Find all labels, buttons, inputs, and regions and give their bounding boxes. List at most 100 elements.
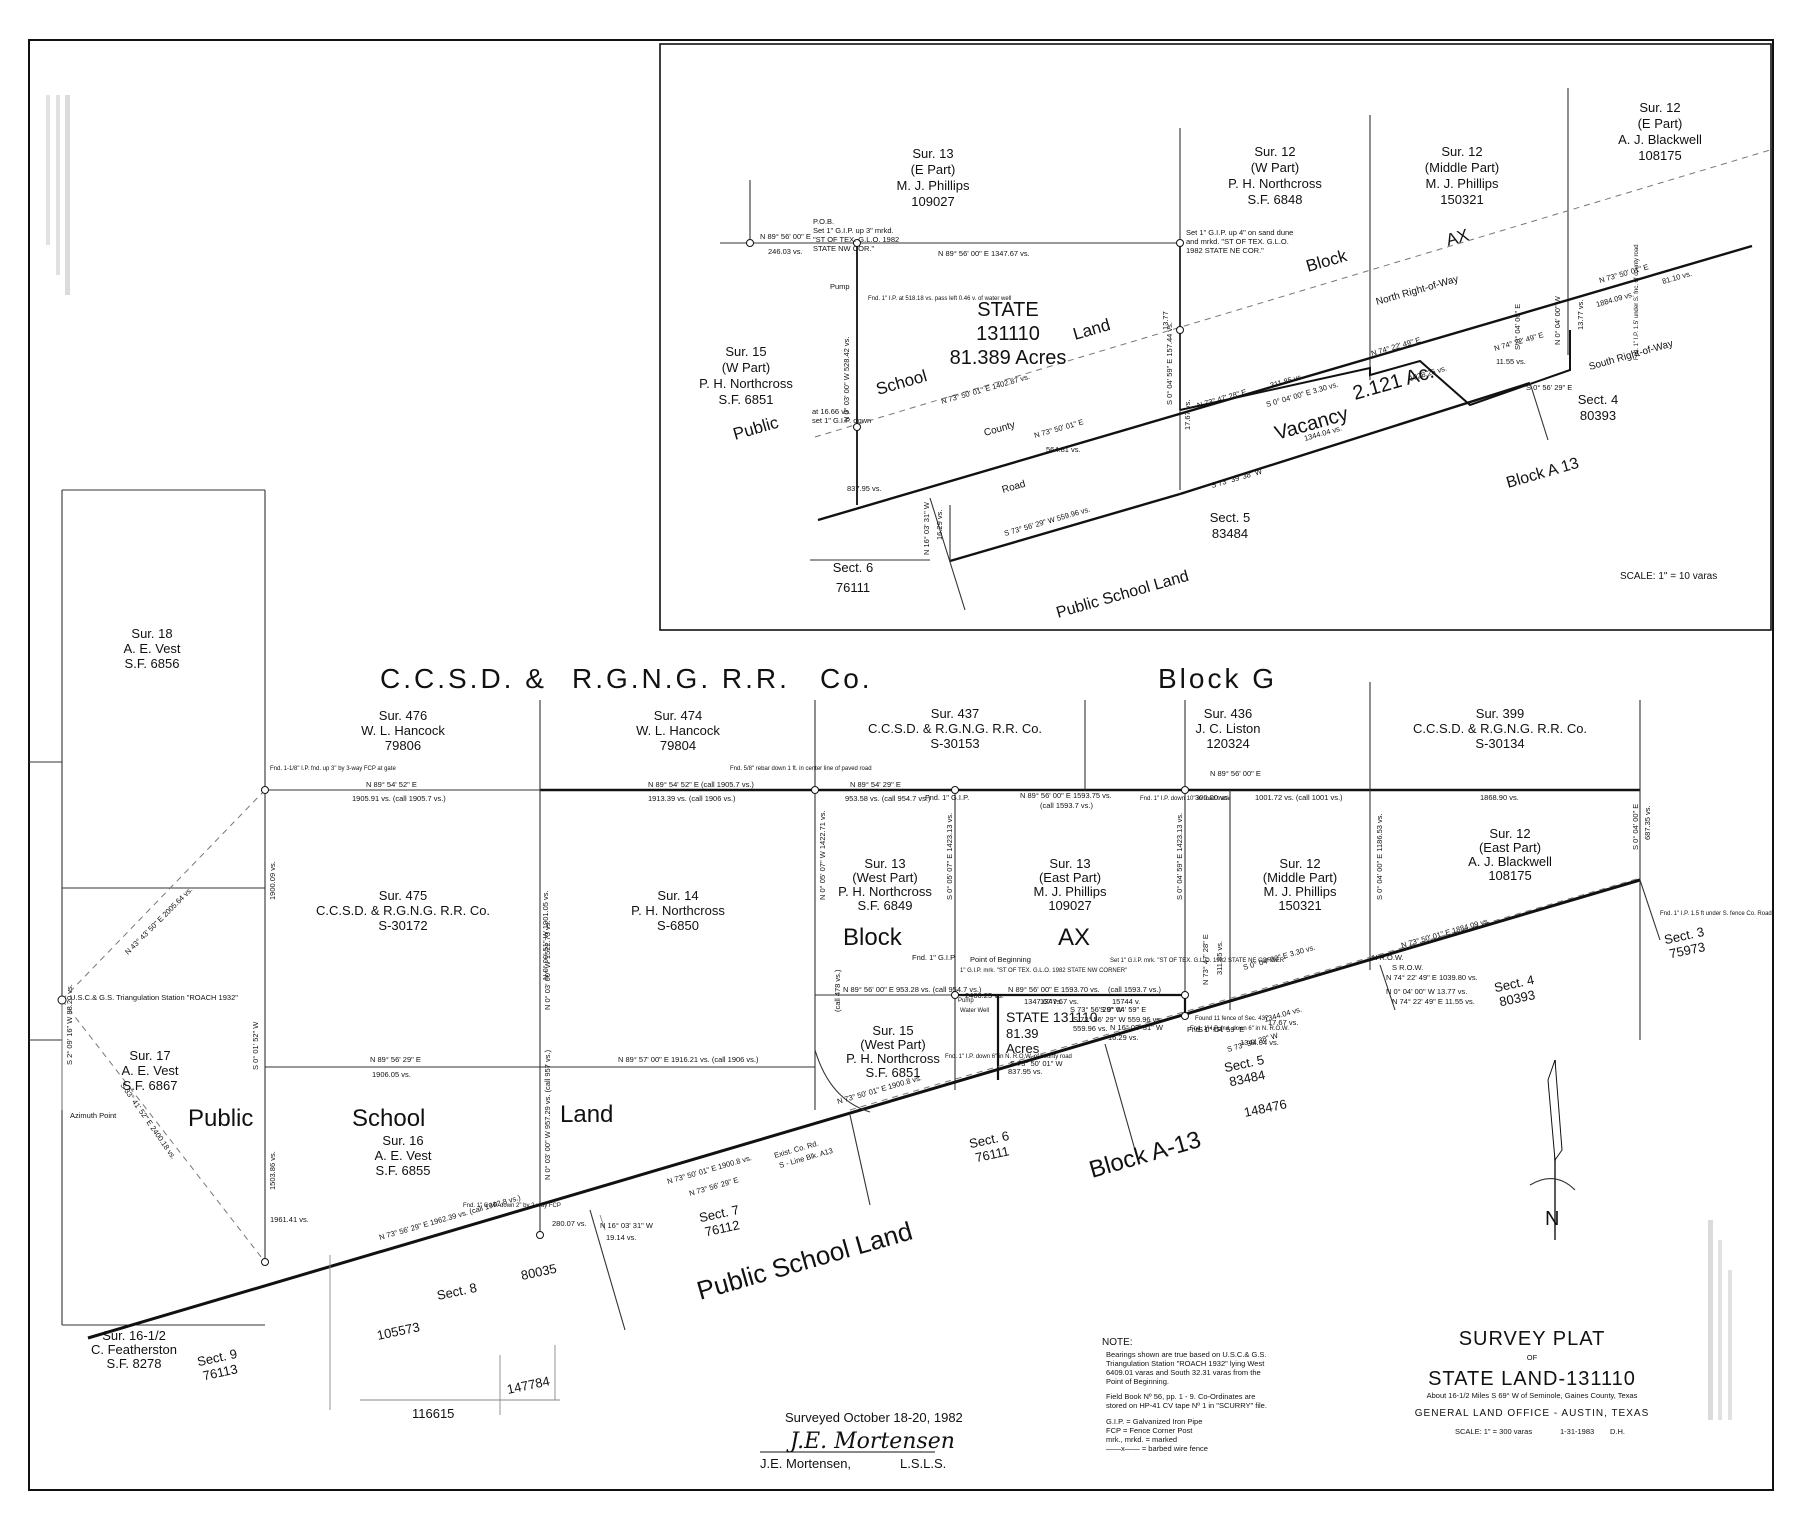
svg-text:Fnd. 1" I.P. fnd. down 6" in N: Fnd. 1" I.P. fnd. down 6" in N. R.O.W. — [1190, 1026, 1289, 1032]
svg-text:Field Book Nº 56, pp. 1 - 9. C: Field Book Nº 56, pp. 1 - 9. Co-Ordinate… — [1106, 1392, 1255, 1401]
svg-text:Azimuth Point: Azimuth Point — [70, 1111, 117, 1120]
label-block-g: Block G — [1158, 663, 1277, 694]
inset-call-15: set 1" G.I.P. down — [812, 416, 871, 425]
svg-text:Fnd. 5/8" rebar down 1 ft. in: Fnd. 5/8" rebar down 1 ft. in center lin… — [730, 766, 872, 772]
survey-437: Sur. 437 C.C.S.D. & R.G.N.G. R.R. Co. S-… — [868, 706, 1042, 751]
svg-text:N 0° 05' 07" W 1422.71 vs.: N 0° 05' 07" W 1422.71 vs. — [818, 810, 827, 900]
inset-s12m-1: Sur. 12 — [1441, 144, 1482, 159]
svg-text:15744 v.: 15744 v. — [1112, 997, 1140, 1006]
svg-text:108175: 108175 — [1488, 868, 1531, 883]
inset-s15w-2: (W Part) — [722, 360, 770, 375]
svg-text:Sur. 476: Sur. 476 — [379, 708, 427, 723]
svg-text:N 74° 22' 49" E 11.55 vs.: N 74° 22' 49" E 11.55 vs. — [1392, 997, 1475, 1006]
svg-text:——x—— = barbed wire fence: ——x—— = barbed wire fence — [1106, 1444, 1208, 1453]
svg-text:N 73° 47' 28" E: N 73° 47' 28" E — [1201, 934, 1210, 985]
svg-text:S 0° 05' 07" E 1423.13 vs.: S 0° 05' 07" E 1423.13 vs. — [945, 813, 954, 900]
svg-text:79806: 79806 — [385, 738, 421, 753]
svg-text:79804: 79804 — [660, 738, 696, 753]
inset-call-1: Set 1" G.I.P. up 3" mrkd. — [813, 226, 894, 235]
inset-labels: Sur. 13 (E Part) M. J. Phillips 109027 S… — [699, 100, 1717, 622]
svg-text:N 89° 54' 52" E: N 89° 54' 52" E — [366, 780, 417, 789]
svg-text:N 43° 43' 50" E 2005.64 vs.: N 43° 43' 50" E 2005.64 vs. — [123, 885, 194, 956]
inset-call-33: 837.95 vs. — [847, 484, 882, 493]
inset-scale: SCALE: 1" = 10 varas — [1620, 571, 1717, 582]
inset-call-4: N 89° 56' 00" E — [760, 232, 811, 241]
inset-monuments — [746, 239, 1184, 431]
inset-sec4-2: 80393 — [1580, 408, 1616, 423]
svg-text:G.I.P. = Galvanized Iron Pipe: G.I.P. = Galvanized Iron Pipe — [1106, 1417, 1202, 1426]
inset-call-28: 13.77 vs. — [1576, 300, 1585, 330]
survey-13-west: Sur. 13 (West Part) P. H. Northcross S.F… — [838, 856, 932, 913]
svg-text:Triangulation Station "ROACH 1: Triangulation Station "ROACH 1932" lying… — [1106, 1359, 1265, 1368]
svg-text:Sur. 399: Sur. 399 — [1476, 706, 1524, 721]
inset-call-13: Fnd. 1" I.P. at 518.18 vs. pass left 0.4… — [868, 296, 1011, 302]
inset-lines — [720, 88, 1771, 611]
margin-stamp-right — [1708, 1220, 1732, 1420]
svg-text:N 0° 03' 00" W 1522.73 vs.: N 0° 03' 00" W 1522.73 vs. — [543, 920, 552, 1010]
svg-text:S 2° 09' 16" W 88.20 vs.: S 2° 09' 16" W 88.20 vs. — [65, 984, 74, 1065]
svg-text:1" G.I.P. mrk. "ST OF TEX. G.L: 1" G.I.P. mrk. "ST OF TEX. G.L.O. 1982 S… — [960, 968, 1127, 974]
survey-474: Sur. 474 W. L. Hancock 79804 — [636, 708, 720, 753]
surveyor-signature: J.E. Mortensen — [786, 1429, 955, 1454]
number-116615: 116615 — [412, 1406, 454, 1421]
svg-text:J.E. Mortensen,: J.E. Mortensen, — [760, 1456, 851, 1471]
inset-north-row: North Right-of-Way — [1375, 274, 1460, 308]
svg-text:P. H. Northcross: P. H. Northcross — [631, 903, 725, 918]
inset-call-10: N 0° 03' 00" W 528.42 vs. — [842, 337, 851, 422]
inset-s12e-1: Sur. 12 — [1639, 100, 1680, 115]
svg-text:S-6850: S-6850 — [657, 918, 699, 933]
svg-text:76112: 76112 — [703, 1217, 741, 1239]
margin-stamp-left — [46, 95, 70, 295]
svg-text:1344.04 vs.: 1344.04 vs. — [1240, 1038, 1279, 1047]
svg-text:S 0° 04' 59" E: S 0° 04' 59" E — [1198, 1025, 1244, 1034]
inset-block-a13: Block A 13 — [1504, 455, 1581, 492]
svg-text:76113: 76113 — [201, 1361, 239, 1383]
svg-text:A. J. Blackwell: A. J. Blackwell — [1468, 854, 1552, 869]
svg-text:Fnd. 1-1/8" I.P. fnd. up 3" by: Fnd. 1-1/8" I.P. fnd. up 3" by 3-way FCP… — [270, 766, 396, 772]
main-lines — [29, 489, 1661, 1415]
inset-s12e-4: 108175 — [1638, 148, 1681, 163]
svg-text:80393: 80393 — [1498, 987, 1536, 1009]
inset-sec5-2: 83484 — [1212, 526, 1248, 541]
survey-14: Sur. 14 P. H. Northcross S-6850 — [631, 888, 725, 933]
svg-text:Surveyed October 18-20, 1982: Surveyed October 18-20, 1982 — [785, 1410, 963, 1425]
svg-text:C.C.S.D. & R.G.N.G. R.R. Co.: C.C.S.D. & R.G.N.G. R.R. Co. — [868, 721, 1042, 736]
svg-text:N 74° 22' 49" E 1039.80 vs.: N 74° 22' 49" E 1039.80 vs. — [1386, 973, 1478, 982]
svg-text:STATE 131110: STATE 131110 — [1006, 1009, 1098, 1025]
section-7: Sect. 7 76112 — [698, 1202, 741, 1239]
section-4: Sect. 4 80393 — [1493, 972, 1537, 1009]
survey-15-west: Sur. 15 (West Part) P. H. Northcross S.F… — [846, 1023, 940, 1080]
svg-text:76111: 76111 — [974, 1143, 1011, 1165]
svg-text:J. C. Liston: J. C. Liston — [1195, 721, 1260, 736]
svg-text:N 89° 56' 00" E 1593.70 vs.: N 89° 56' 00" E 1593.70 vs. — [1008, 985, 1100, 994]
svg-text:687.35 vs.: 687.35 vs. — [1643, 805, 1652, 840]
svg-text:mrk., mrkd. = marked: mrk., mrkd. = marked — [1106, 1435, 1177, 1444]
svg-text:Sur. 18: Sur. 18 — [131, 626, 172, 641]
svg-text:(West Part): (West Part) — [852, 870, 918, 885]
svg-text:N 73° 50' 01" E 1900.8 vs.: N 73° 50' 01" E 1900.8 vs. — [666, 1153, 753, 1186]
survey-475: Sur. 475 C.C.S.D. & R.G.N.G. R.R. Co. S-… — [316, 888, 490, 933]
inset-call-pob: P.O.B. — [813, 217, 834, 226]
inset-ax: AX — [1444, 225, 1471, 250]
svg-text:S 0° 04' 00" E 1186.53 vs.: S 0° 04' 00" E 1186.53 vs. — [1375, 813, 1384, 900]
survey-12-middle: Sur. 12 (Middle Part) M. J. Phillips 150… — [1263, 856, 1337, 913]
svg-text:S 73° 50' 01" W: S 73° 50' 01" W — [1010, 1059, 1063, 1068]
inset-frame — [659, 43, 1772, 631]
svg-text:S-30153: S-30153 — [930, 736, 979, 751]
svg-text:1347.67 vs.: 1347.67 vs. — [1040, 997, 1079, 1006]
svg-text:S 0° 04' 59" E 1423.13 vs.: S 0° 04' 59" E 1423.13 vs. — [1175, 813, 1184, 900]
svg-text:6409.01 varas and South 32.31: 6409.01 varas and South 32.31 varas from… — [1106, 1368, 1261, 1377]
title-date: 1-31-1983 — [1560, 1427, 1594, 1436]
svg-text:S.F. 6855: S.F. 6855 — [376, 1163, 431, 1178]
svg-text:837.95 vs.: 837.95 vs. — [1008, 1067, 1043, 1076]
inset-s13e-2: (E Part) — [911, 162, 956, 177]
svg-text:Sur. 16-1/2: Sur. 16-1/2 — [102, 1328, 166, 1343]
svg-text:1001.72 vs. (call 1001 vs.): 1001.72 vs. (call 1001 vs.) — [1255, 793, 1343, 802]
svg-text:P. H. Northcross: P. H. Northcross — [846, 1051, 940, 1066]
inset-south-row: South Right-of-Way — [1588, 338, 1675, 373]
inset-call-12: Pump — [830, 282, 850, 291]
svg-text:N 89° 54' 29" E: N 89° 54' 29" E — [850, 780, 901, 789]
svg-text:S-30134: S-30134 — [1475, 736, 1524, 751]
svg-text:(call 1593.7 vs.): (call 1593.7 vs.) — [1108, 985, 1161, 994]
